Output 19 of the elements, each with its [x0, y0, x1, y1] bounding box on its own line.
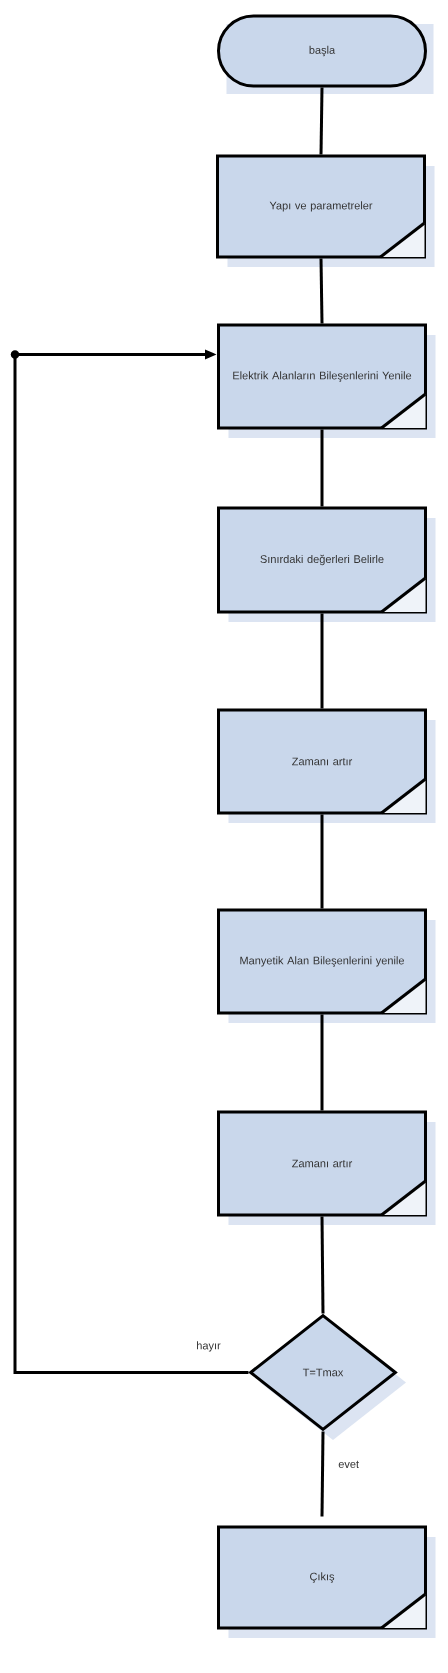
connector: [320, 429, 324, 507]
process-box: Yapı ve parametreler: [216, 154, 435, 267]
connector: [10, 349, 249, 1374]
process-box: Manyetik Alan Bileşenlerini yenile: [217, 908, 436, 1023]
process-box: Sınırdaki değerleri Belirle: [217, 506, 436, 622]
connector: [320, 1216, 325, 1314]
process-box: Zamanı artır: [217, 708, 436, 823]
connector: [320, 1014, 324, 1111]
connector: [320, 613, 324, 709]
start-terminal: başla: [217, 14, 434, 94]
process-box: Çıkış: [217, 1525, 436, 1638]
connector: [320, 1431, 325, 1517]
process-box: Zamanı artır: [217, 1110, 436, 1225]
connector: [319, 258, 324, 324]
connector: [320, 814, 324, 909]
edge-label: hayır: [197, 1341, 221, 1352]
process-box: Elektrik Alanların Bileşenlerini Yenile: [217, 323, 436, 438]
edge-label: evet: [338, 1460, 359, 1468]
connector: [319, 87, 324, 155]
